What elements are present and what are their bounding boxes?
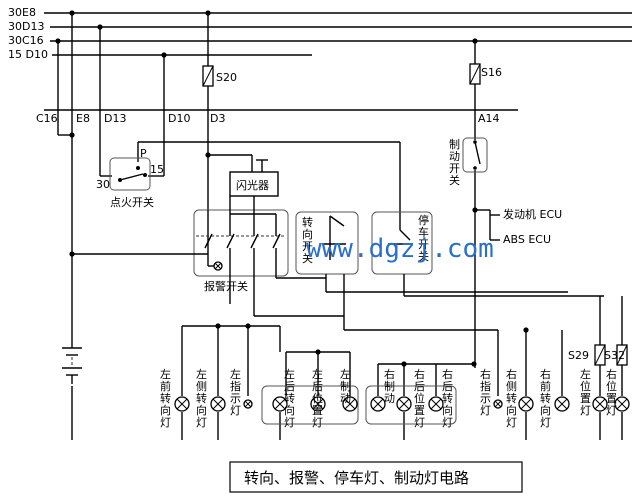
lamp-label-11: 右侧转向灯 <box>506 367 517 429</box>
lamp-label-13: 左位置灯 <box>580 368 591 417</box>
flasher: 闪光器 <box>229 171 279 197</box>
connector-c16: C16 <box>36 112 58 125</box>
connector-row: C16 E8 D13 D10 D3 A14 <box>36 109 518 125</box>
ignition-p-label: P <box>140 147 147 160</box>
brake-switch: 制动开关 <box>449 137 488 187</box>
turn-switch-label: 转向开关 <box>302 215 313 265</box>
engine-ecu-label: 发动机 ECU <box>503 207 562 221</box>
bus-label-30d13: 30D13 <box>8 20 44 33</box>
lamp-label-7: 右制动 <box>384 367 395 405</box>
brake-switch-label: 制动开关 <box>449 138 460 187</box>
fuse-s29-label: S29 <box>568 349 589 362</box>
ignition-switch: P 30 15 点火开关 <box>96 147 164 209</box>
caption-box <box>229 461 523 493</box>
lamp-label-12: 右前转向灯 <box>540 367 551 429</box>
caption: 转向、报警、停车灯、制动灯电路 <box>244 469 469 487</box>
right-rear-lamp-group <box>365 385 457 425</box>
power-buses: 30E8 30D13 30C16 15 D10 <box>8 6 632 61</box>
battery <box>62 340 82 386</box>
lamp-label-3: 左指示灯 <box>230 368 241 417</box>
bus-label-15d10: 15 D10 <box>8 48 48 61</box>
bus-label-30c16: 30C16 <box>8 34 44 47</box>
turn-switch: 转向开关 <box>295 211 359 275</box>
lamp-label-4: 左后转向灯 <box>284 368 295 429</box>
hazard-switch: 报警开关 <box>193 196 289 293</box>
lamp-label-2: 左侧转向灯 <box>196 368 207 429</box>
ignition-label: 点火开关 <box>110 195 154 209</box>
hazard-switch-label: 报警开关 <box>204 279 248 293</box>
lamp-label-10: 右指示灯 <box>480 367 491 417</box>
fuse-s20-label: S20 <box>216 71 237 84</box>
connector-d13: D13 <box>104 112 126 125</box>
fuse-s16-label: S16 <box>481 66 502 79</box>
left-rear-lamp-group <box>261 385 359 425</box>
lamp-label-14: 右位置灯 <box>606 367 617 417</box>
connector-d10: D10 <box>168 112 190 125</box>
watermark: www.dgzj.com <box>306 234 494 264</box>
park-switch: 停车开关 <box>371 211 433 275</box>
bus-label-30e8: 30E8 <box>8 6 36 19</box>
flasher-label: 闪光器 <box>236 178 269 192</box>
lamp-label-6: 左制动 <box>340 368 351 405</box>
ignition-15-label: 15 <box>150 163 164 176</box>
connector-e8: E8 <box>76 112 90 125</box>
fuse-s32-label: S32 <box>604 349 625 362</box>
lamp-label-8: 右后位置灯 <box>414 367 425 429</box>
ignition-30-label: 30 <box>96 178 110 191</box>
abs-ecu-label: ABS ECU <box>503 233 551 246</box>
park-switch-label: 停车开关 <box>418 213 429 263</box>
lamp-label-9: 右后转向灯 <box>442 367 453 429</box>
connector-a14: A14 <box>478 112 500 125</box>
lamp-label-1: 左前转向灯 <box>160 368 171 429</box>
lamps: 左前转向灯 左侧转向灯 左指示灯 左后转向灯 左后位置灯 左制动 右制动 右后位置灯 右后转向灯… <box>160 367 630 429</box>
lamp-label-5: 左后位置灯 <box>312 368 323 429</box>
connector-d3: D3 <box>210 112 225 125</box>
